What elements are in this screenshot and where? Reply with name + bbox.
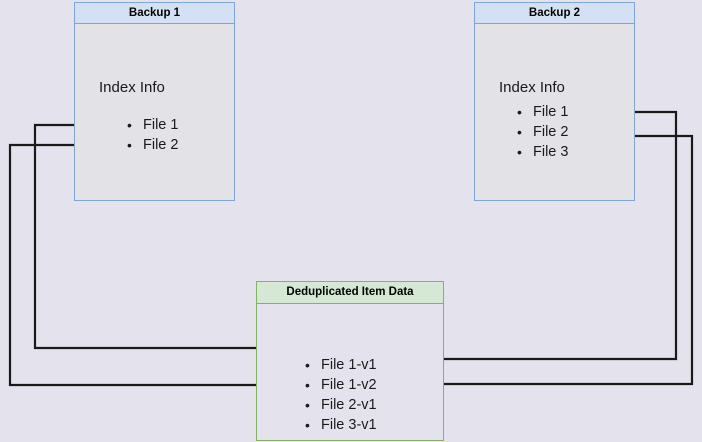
list-item: File 1-v1: [305, 355, 377, 375]
dedup-file-list: File 1-v1 File 1-v2 File 2-v1 File 3-v1: [305, 355, 377, 435]
list-item: File 1-v2: [305, 375, 377, 395]
node-deduplicated-item-data[interactable]: Deduplicated Item Data File 1-v1 File 1-…: [256, 281, 444, 441]
list-item: File 1: [517, 102, 568, 122]
list-item: File 2: [127, 135, 178, 155]
node-backup-2-header: Backup 2: [474, 2, 635, 24]
list-item: File 3: [517, 142, 568, 162]
node-backup-2[interactable]: Backup 2 Index Info File 1 File 2 File 3: [474, 2, 635, 201]
list-item: File 3-v1: [305, 415, 377, 435]
list-item: File 2: [517, 122, 568, 142]
node-dedup-header: Deduplicated Item Data: [256, 281, 444, 304]
node-backup-1-header: Backup 1: [74, 2, 235, 24]
list-item: File 2-v1: [305, 395, 377, 415]
backup-2-file-list: File 1 File 2 File 3: [517, 102, 568, 162]
node-backup-2-body: Index Info File 1 File 2 File 3: [474, 24, 635, 201]
node-dedup-body: File 1-v1 File 1-v2 File 2-v1 File 3-v1: [256, 304, 444, 441]
backup-1-index-label: Index Info: [99, 79, 165, 96]
backup-1-file-list: File 1 File 2: [127, 115, 178, 155]
list-item: File 1: [127, 115, 178, 135]
backup-2-index-label: Index Info: [499, 79, 565, 96]
node-backup-1[interactable]: Backup 1 Index Info File 1 File 2: [74, 2, 235, 201]
node-backup-1-body: Index Info File 1 File 2: [74, 24, 235, 201]
